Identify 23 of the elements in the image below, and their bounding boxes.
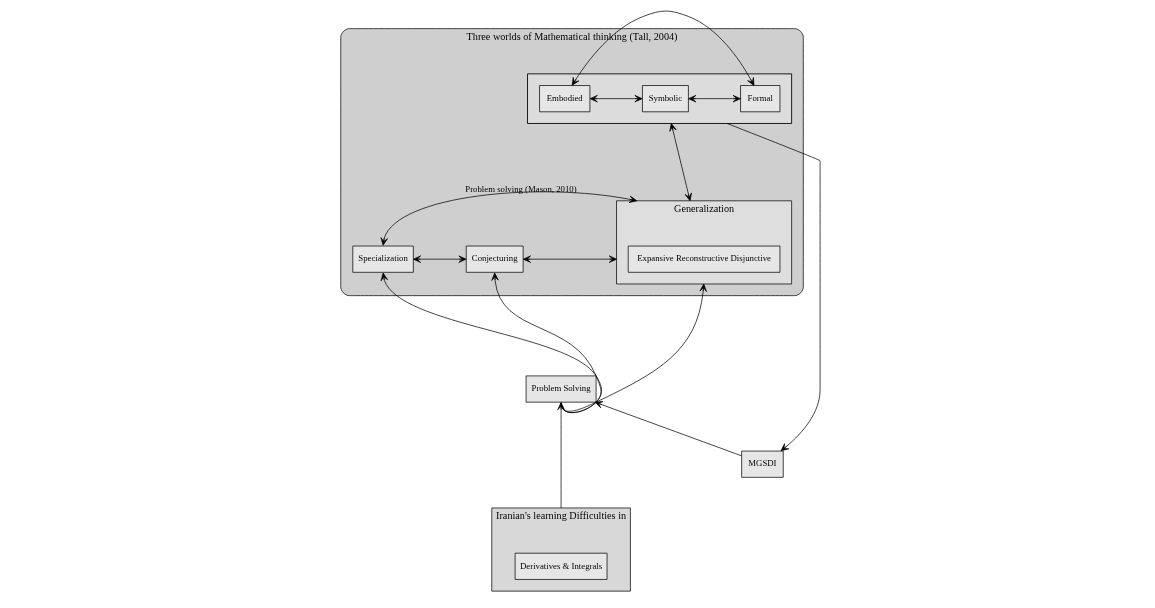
node-box: Expansive Reconstructive Disjunctive bbox=[627, 245, 781, 273]
arrow bbox=[726, 123, 821, 452]
arrow bbox=[594, 401, 742, 457]
arrow bbox=[557, 402, 565, 509]
node-box: Formal bbox=[740, 85, 781, 113]
node-box: Specialization bbox=[352, 245, 414, 273]
node-box: Problem Solving bbox=[525, 375, 597, 403]
arrow bbox=[380, 191, 638, 246]
arrow bbox=[589, 95, 643, 103]
arrow bbox=[413, 255, 467, 263]
node-box: Derivatives & Integrals bbox=[514, 552, 608, 580]
arrow bbox=[669, 123, 692, 202]
cluster bbox=[527, 73, 793, 124]
node-box: Symbolic bbox=[642, 85, 689, 113]
arrow bbox=[522, 255, 617, 263]
node-box: Conjecturing bbox=[465, 245, 524, 273]
arrow bbox=[491, 272, 602, 413]
node-box: MGSDI bbox=[741, 450, 784, 478]
arrow bbox=[688, 95, 741, 103]
node-box: Embodied bbox=[539, 85, 591, 113]
arrow bbox=[571, 10, 755, 86]
arrow bbox=[380, 272, 602, 413]
edge-label: Problem solving (Mason, 2010) bbox=[465, 184, 577, 195]
